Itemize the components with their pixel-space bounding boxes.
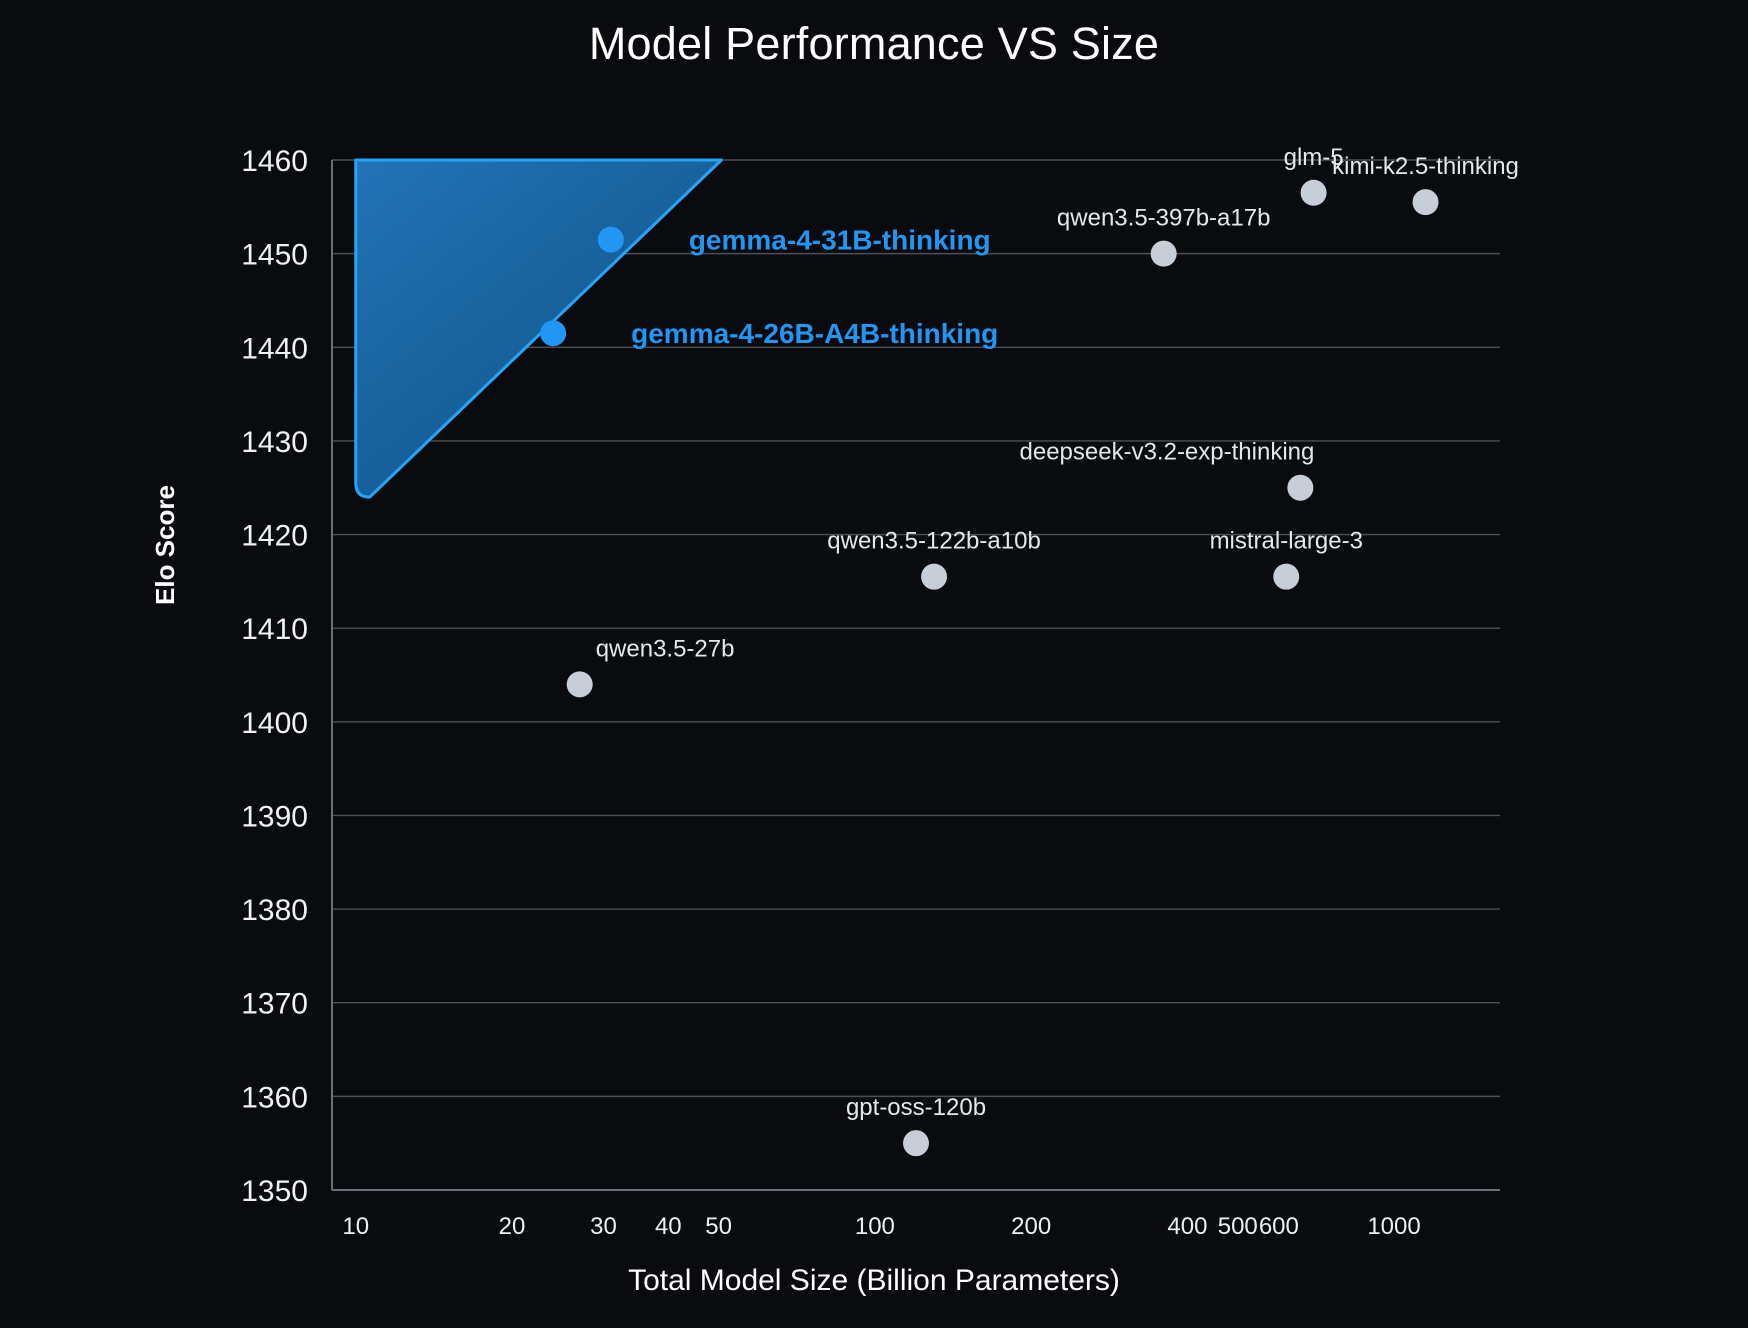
data-point-label: deepseek-v3.2-exp-thinking [1020, 439, 1315, 466]
x-tick-label: 40 [655, 1213, 682, 1240]
y-tick-labels: 1350 1360 1370 1380 1390 1400 1410 1420 1430 1440… [241, 145, 308, 1208]
x-tick-label: 20 [499, 1213, 526, 1240]
data-point-label: gpt-oss-120b [846, 1094, 986, 1121]
chart-title: Model Performance VS Size [588, 18, 1160, 69]
data-points [540, 179, 1439, 1157]
x-tick-label: 1000 [1367, 1213, 1420, 1240]
y-tick-label: 1450 [241, 239, 308, 272]
x-tick-label: 500 [1218, 1213, 1258, 1240]
x-tick-label: 200 [1011, 1213, 1051, 1240]
data-point-label: mistral-large-3 [1210, 528, 1363, 555]
y-tick-label: 1460 [241, 145, 308, 178]
y-tick-label: 1410 [241, 613, 308, 646]
pareto-region-shape [354, 158, 723, 499]
y-tick-label: 1370 [241, 988, 308, 1021]
data-point-label: qwen3.5-397b-a17b [1057, 205, 1271, 232]
gridlines [332, 159, 1500, 1098]
x-tick-label: 100 [855, 1213, 895, 1240]
data-point[interactable] [1300, 179, 1327, 206]
data-point-label: qwen3.5-27b [596, 635, 735, 662]
data-point-label: qwen3.5-122b-a10b [827, 528, 1041, 555]
y-tick-label: 1360 [241, 1081, 308, 1114]
x-tick-label: 30 [590, 1213, 617, 1240]
y-tick-label: 1400 [241, 707, 308, 740]
x-tick-label: 10 [342, 1213, 369, 1240]
data-point-label: gemma-4-26B-A4B-thinking [631, 318, 998, 349]
data-point[interactable] [1412, 189, 1439, 216]
data-point[interactable] [921, 563, 948, 590]
x-tick-label: 600 [1259, 1213, 1299, 1240]
data-point[interactable] [903, 1130, 929, 1157]
y-tick-label: 1390 [241, 800, 308, 833]
data-point[interactable] [566, 671, 593, 698]
y-tick-label: 1420 [241, 520, 308, 553]
data-point-label: gemma-4-31B-thinking [689, 225, 991, 256]
pareto-region [354, 158, 723, 499]
data-point-labels: gemma-4-31B-thinking gemma-4-26B-A4B-thin… [596, 144, 1519, 1121]
x-axis-title: Total Model Size (Billion Parameters) [628, 1264, 1120, 1297]
data-point[interactable] [540, 320, 567, 347]
data-point-label: kimi-k2.5-thinking [1332, 153, 1519, 180]
y-tick-label: 1430 [241, 426, 308, 459]
data-point[interactable] [1287, 474, 1314, 501]
y-tick-label: 1440 [241, 332, 308, 365]
data-point-label: glm-5 [1284, 144, 1344, 171]
data-point[interactable] [1150, 240, 1177, 267]
y-tick-label: 1350 [241, 1175, 308, 1208]
y-tick-label: 1380 [241, 894, 308, 927]
x-tick-label: 400 [1167, 1213, 1207, 1240]
data-point[interactable] [597, 226, 624, 253]
x-tick-label: 50 [705, 1213, 732, 1240]
data-point[interactable] [1273, 563, 1300, 590]
